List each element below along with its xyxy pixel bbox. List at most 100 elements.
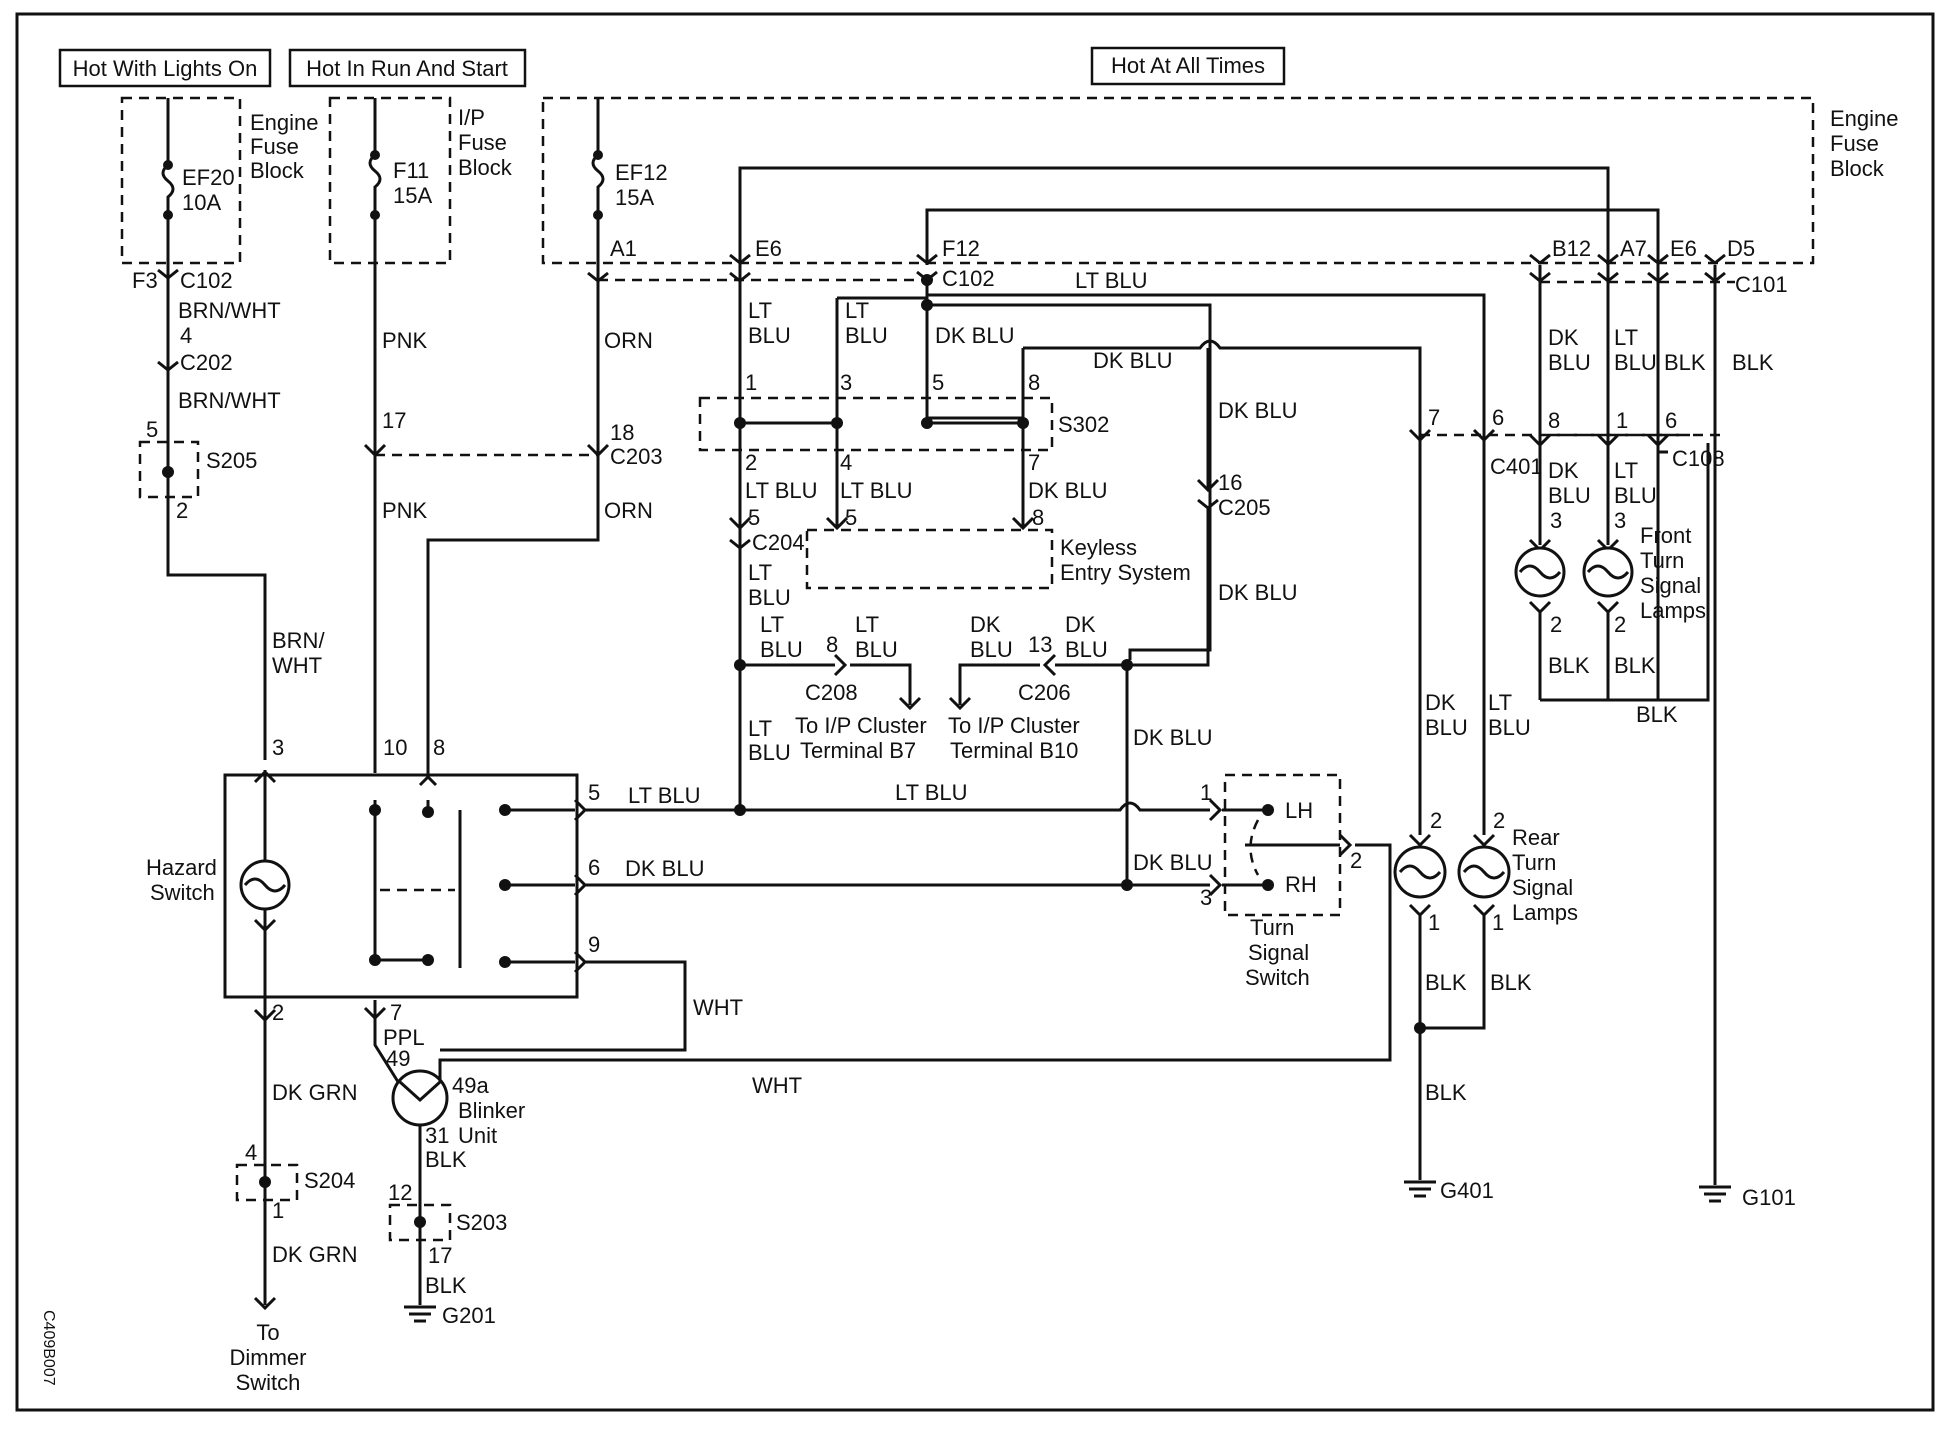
connector-symbol (1528, 433, 1670, 448)
pin-label: 2 (1493, 808, 1505, 833)
rear-lh-lamp-icon (1393, 833, 1447, 918)
component-label: Entry System (1060, 560, 1191, 585)
connector-label: F3 (132, 268, 158, 293)
wire-label: DK (1548, 458, 1579, 483)
connector-symbol (418, 774, 438, 787)
connector-symbol (1647, 253, 1669, 283)
pin-label: 3 (272, 735, 284, 760)
wire-label: BRN/WHT (178, 388, 281, 413)
pin-label: 2 (1350, 848, 1362, 873)
connector-label: C208 (805, 680, 858, 705)
wire-brn-wht (166, 215, 267, 760)
wire-lt-blu-lh (585, 801, 1210, 812)
fuse-f11: F11 15A (368, 98, 432, 220)
wire-label: DK GRN (272, 1080, 358, 1105)
component-label: Keyless (1060, 535, 1137, 560)
wire-label: PNK (382, 498, 428, 523)
fuse-name: EF20 (182, 165, 235, 190)
pin-label: 4 (245, 1140, 257, 1165)
wire-label: PNK (382, 328, 428, 353)
wire-label: BLU (748, 585, 791, 610)
hazard-switch-body (223, 773, 579, 999)
wire-label: ORN (604, 328, 653, 353)
pin-label: 5 (748, 505, 760, 530)
pin-label: 7 (390, 1000, 402, 1025)
component-label: Terminal B7 (800, 738, 916, 763)
wire-label: BLK (1548, 653, 1590, 678)
ground-g201-icon (404, 1305, 436, 1323)
connector-label: A1 (610, 236, 637, 261)
component-label: Signal (1512, 875, 1573, 900)
wire-label: WHT (752, 1073, 802, 1098)
component-label: Turn (1640, 548, 1684, 573)
fuse-block-label: Fuse (250, 134, 299, 159)
wire-lt-blu-b7 (850, 663, 912, 705)
pin-label: 10 (383, 735, 407, 760)
component-label: Lamps (1640, 598, 1706, 623)
pin-label: 7 (1028, 450, 1040, 475)
wire-f12-loop (925, 208, 1660, 265)
wire-orn (426, 215, 600, 775)
connector-symbol (729, 538, 751, 550)
hazard-outputs (505, 808, 575, 964)
component-label: Front (1640, 523, 1691, 548)
fuse-ef12: EF12 15A (591, 98, 668, 220)
connector-label: C204 (752, 530, 805, 555)
connector-label: E6 (755, 236, 782, 261)
front-rh-lamp-icon (1582, 538, 1634, 700)
component-label: Lamps (1512, 900, 1578, 925)
component-label: Turn (1512, 850, 1556, 875)
component-label: To I/P Cluster (795, 713, 927, 738)
pin-label: 49a (452, 1073, 489, 1098)
pin-label: 3 (1200, 885, 1212, 910)
component-label: To (256, 1320, 279, 1345)
ground-label: G201 (442, 1303, 496, 1328)
wire-label: DK BLU (1133, 725, 1212, 750)
pin-label: 1 (745, 370, 757, 395)
wire-wht (440, 960, 687, 1052)
wire-label: DK BLU (625, 856, 704, 881)
component-label: Switch (1245, 965, 1310, 990)
turn-signal-switch-box (1223, 773, 1342, 917)
connector-symbol (1529, 253, 1551, 283)
wire-label: BLU (748, 323, 791, 348)
pin-label: 5 (932, 370, 944, 395)
ground-label: G401 (1440, 1178, 1494, 1203)
connector-label: A7 (1620, 236, 1647, 261)
wire-label: LT (748, 716, 772, 741)
fuse-block-label: Fuse (1830, 131, 1879, 156)
splice-s203 (388, 1203, 452, 1242)
pin-label: 13 (1028, 632, 1052, 657)
pin-label: 2 (1550, 612, 1562, 637)
wire-dk-blu-c205 (927, 303, 1212, 660)
pin-label: 1 (1492, 910, 1504, 935)
pin-label: 1 (1616, 408, 1628, 433)
wire-label: BLU (1488, 715, 1531, 740)
turn-switch-leads (1222, 808, 1268, 887)
arrow-down-icon (898, 696, 922, 711)
pin-label: 9 (588, 932, 600, 957)
pin-label: 3 (1614, 508, 1626, 533)
wire-label: LT BLU (895, 780, 968, 805)
wire-label: BLU (855, 637, 898, 662)
connector-label: C205 (1218, 495, 1271, 520)
ground-g101-icon (1699, 1185, 1731, 1203)
fuse-name: F11 (393, 158, 429, 183)
wire-blk-rear (1418, 915, 1486, 1180)
component-label: Switch (236, 1370, 301, 1395)
wire-blk-front-return (1658, 443, 1710, 702)
wire-label: BLU (748, 740, 791, 765)
fuse-block-label: I/P (458, 105, 485, 130)
connector-symbol (1472, 428, 1496, 443)
arrow-down-icon (948, 696, 972, 711)
turn-switch-rh-label: RH (1285, 872, 1317, 897)
connector-symbol (1338, 833, 1353, 857)
wire-dk-blu-horizontal (1023, 339, 1422, 440)
pin-label: 6 (1665, 408, 1677, 433)
pin-label: 17 (428, 1243, 452, 1268)
engine-fuse-block-left (120, 96, 242, 265)
connector-label: C108 (1672, 446, 1725, 471)
connector-label: C203 (610, 444, 663, 469)
fuse-block-label: Block (250, 158, 305, 183)
component-label: Signal (1640, 573, 1701, 598)
